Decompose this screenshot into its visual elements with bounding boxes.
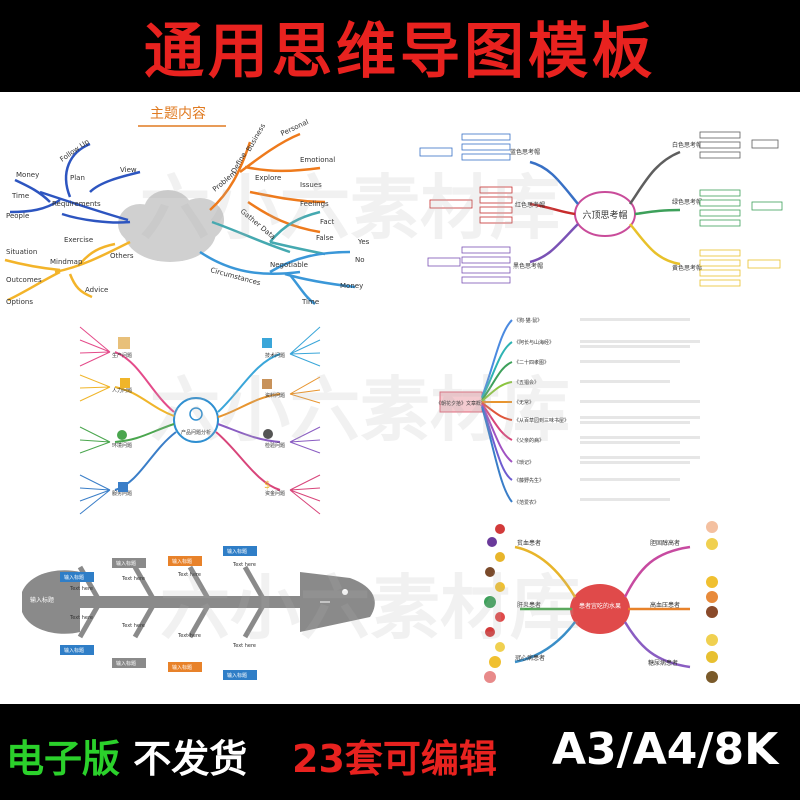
svg-text:资金问题: 资金问题 [265, 490, 285, 497]
svg-text:Text here: Text here [232, 643, 256, 649]
svg-text:技术问题: 技术问题 [265, 352, 285, 359]
template-preview-canvas: 主题内容 [0, 92, 800, 704]
svg-text:Situation: Situation [6, 248, 37, 256]
svg-text:红色思考帽: 红色思考帽 [515, 201, 545, 209]
fishbone-tail-label: 输入标题 [30, 596, 54, 604]
svg-text:输入标题: 输入标题 [172, 558, 192, 565]
svg-text:输入标题: 输入标题 [172, 664, 192, 671]
svg-text:绿色思考帽: 绿色思考帽 [672, 198, 702, 206]
svg-text:《五猖会》: 《五猖会》 [514, 379, 539, 386]
svg-text:服务问题: 服务问题 [112, 490, 132, 497]
svg-text:《阿长与山海经》: 《阿长与山海经》 [514, 339, 554, 346]
editable-sets-label: 23套可编辑 [292, 737, 497, 781]
svg-text:输入标题: 输入标题 [227, 672, 247, 679]
svg-text:输入标题: 输入标题 [64, 574, 84, 581]
svg-text:《无常》: 《无常》 [514, 399, 534, 406]
svg-text:Emotional: Emotional [300, 156, 335, 164]
cloud-map-title: 主题内容 [150, 105, 206, 122]
svg-text:《藤野先生》: 《藤野先生》 [514, 477, 544, 484]
svg-text:Time: Time [301, 298, 319, 306]
svg-text:黑色思考帽: 黑色思考帽 [513, 262, 543, 270]
svg-text:Text here: Text here [121, 576, 145, 582]
svg-text:Fact: Fact [320, 218, 335, 226]
svg-text:《父亲的病》: 《父亲的病》 [514, 437, 544, 444]
svg-text:Text here: Text here [177, 633, 201, 639]
svg-text:Mindmap: Mindmap [50, 258, 83, 266]
svg-text:Plan: Plan [70, 174, 85, 182]
svg-text:Money: Money [340, 282, 363, 290]
svg-text:Exercise: Exercise [64, 236, 93, 244]
svg-text:Text here: Text here [177, 572, 201, 578]
six-hats-mindmap: 六顶思考帽 蓝色思考帽 红色思考帽 黑色思考帽 白色思考帽 绿色思考帽 黄色思考… [419, 131, 783, 287]
book-summary-mindmap: 《朝花夕拾》文章概括 《狗·猫·鼠》 《阿长与山海经》 《二十四孝图》 《五猖会… [436, 317, 700, 506]
svg-text:人力问题: 人力问题 [112, 387, 132, 394]
svg-text:《狗·猫·鼠》: 《狗·猫·鼠》 [514, 317, 542, 324]
svg-text:Personal: Personal [279, 118, 309, 138]
bottom-banner: 电子版 不发货 23套可编辑 A3/A4/8K [0, 704, 800, 800]
svg-text:Others: Others [110, 252, 134, 260]
svg-text:Options: Options [6, 298, 33, 306]
svg-text:肝炎患者: 肝炎患者 [517, 601, 541, 609]
svg-text:Feelings: Feelings [300, 200, 329, 208]
top-banner: 通用思维导图模板 [0, 0, 800, 92]
svg-text:冠心病患者: 冠心病患者 [515, 654, 545, 662]
svg-text:Follow Up: Follow Up [59, 137, 92, 163]
book-center: 《朝花夕拾》文章概括 [436, 400, 486, 407]
svg-text:Requirements: Requirements [52, 200, 101, 208]
svg-text:People: People [6, 212, 29, 220]
svg-text:环境问题: 环境问题 [112, 442, 132, 449]
svg-text:《从百草园到三味书屋》: 《从百草园到三味书屋》 [514, 417, 569, 424]
svg-text:Yes: Yes [357, 238, 370, 246]
svg-text:Gather Data: Gather Data [239, 207, 277, 241]
svg-text:Text here: Text here [232, 562, 256, 568]
svg-text:蓝色思考帽: 蓝色思考帽 [510, 148, 540, 156]
svg-text:白色思考帽: 白色思考帽 [672, 141, 702, 149]
svg-text:输入标题: 输入标题 [116, 660, 136, 667]
svg-text:Text here: Text here [69, 615, 93, 621]
paper-sizes-label: A3/A4/8K [552, 724, 779, 775]
svg-text:高血压患者: 高血压患者 [650, 601, 680, 609]
svg-text:Negotiable: Negotiable [270, 261, 308, 269]
fishbone-diagram: 输入标题 输入标题 输入标题 输入标题 输入标题 [22, 546, 375, 680]
svg-text:False: False [316, 234, 334, 242]
svg-text:Issues: Issues [300, 181, 322, 189]
svg-text:View: View [120, 166, 137, 174]
svg-text:No: No [355, 256, 365, 264]
svg-text:$: $ [264, 480, 270, 491]
svg-text:输入标题: 输入标题 [227, 548, 247, 555]
cloud-mindmap: 主题内容 [4, 105, 370, 306]
svg-text:《范爱农》: 《范爱农》 [514, 499, 539, 506]
mindmap-collage: 主题内容 [4, 105, 783, 683]
page-title: 通用思维导图模板 [144, 16, 656, 87]
svg-text:Time: Time [11, 192, 29, 200]
svg-text:Outcomes: Outcomes [6, 276, 42, 284]
svg-text:输入标题: 输入标题 [116, 560, 136, 567]
svg-text:Money: Money [16, 171, 39, 179]
svg-text:糖尿病患者: 糖尿病患者 [648, 659, 678, 667]
product-analysis-mindmap: 产品问题分析 生产问题 人力问题 环境问题 服务问题 技术问题 资料问题 检验问… [79, 326, 321, 515]
fruit-mindmap: 患者宜吃的水果 贫血患者 肝炎患者 冠心病患者 胆固醇高者 高血压患者 糖尿病患… [484, 521, 718, 683]
svg-text:胆固醇高者: 胆固醇高者 [650, 539, 680, 547]
digital-label: 电子版 [6, 737, 121, 781]
svg-text:Text here: Text here [69, 586, 93, 592]
six-hats-center: 六顶思考帽 [582, 209, 627, 221]
svg-text:Advice: Advice [85, 286, 108, 294]
svg-text:Text here: Text here [121, 623, 145, 629]
svg-text:Business: Business [245, 122, 268, 153]
svg-text:输入标题: 输入标题 [64, 647, 84, 654]
product-center: 产品问题分析 [181, 429, 211, 436]
svg-text:黄色思考帽: 黄色思考帽 [672, 264, 702, 272]
svg-text:检验问题: 检验问题 [265, 442, 285, 449]
no-shipping-label: 不发货 [133, 737, 248, 781]
svg-text:资料问题: 资料问题 [265, 392, 285, 399]
cloud-shape [118, 190, 224, 262]
svg-text:Explore: Explore [255, 174, 281, 182]
svg-text:《琐记》: 《琐记》 [514, 459, 534, 466]
format-label: 电子版 不发货 [6, 728, 247, 783]
svg-text:生产问题: 生产问题 [112, 352, 132, 359]
svg-text:《二十四孝图》: 《二十四孝图》 [514, 359, 549, 366]
fruit-center: 患者宜吃的水果 [579, 602, 621, 610]
svg-text:贫血患者: 贫血患者 [517, 539, 541, 547]
